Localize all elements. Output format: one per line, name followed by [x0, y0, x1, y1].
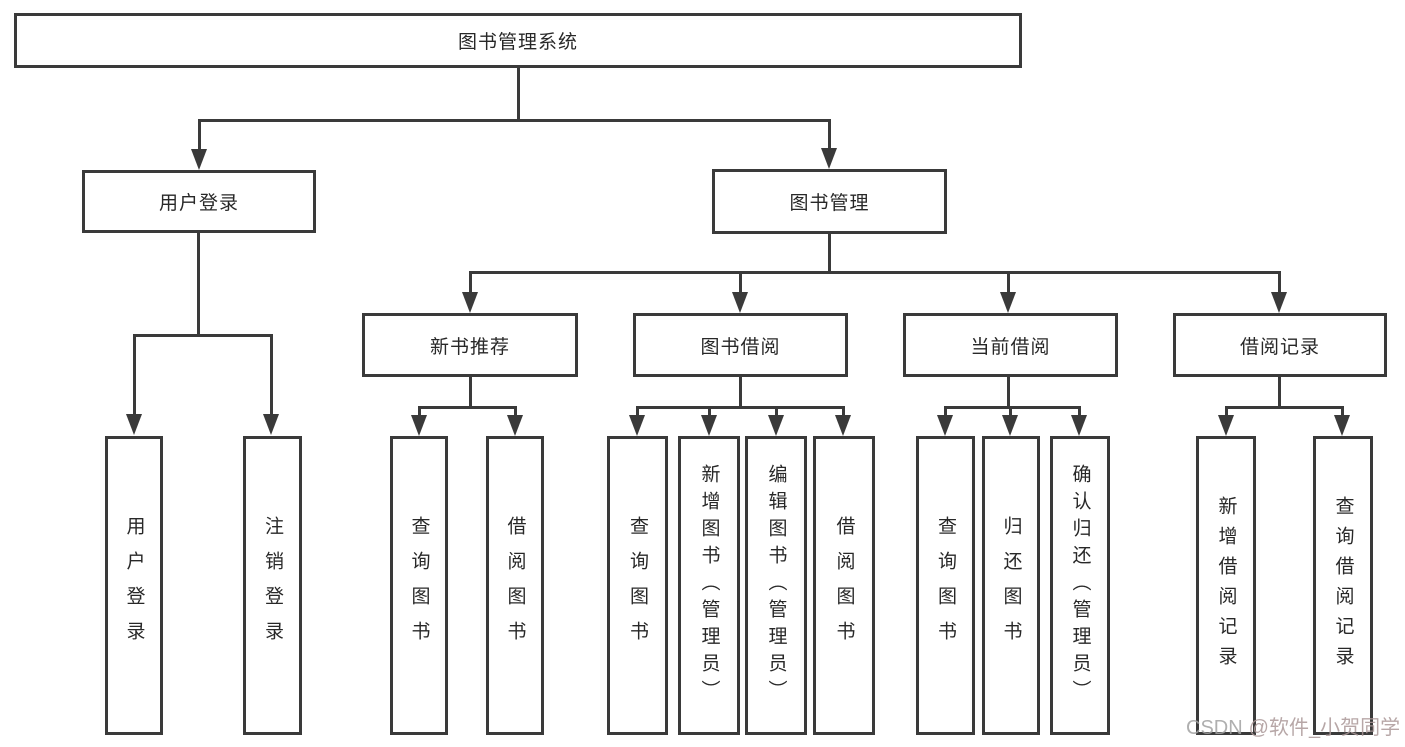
arrowhead-new-book: [462, 292, 478, 313]
arrowhead-current: [1000, 292, 1016, 313]
leaf-rc-add-record: 新增借阅记录: [1196, 436, 1256, 735]
connector-stem-rc-leaf1: [1225, 406, 1228, 416]
connector-records-branch: [1225, 406, 1344, 409]
arrowhead-cu-leaf1: [937, 415, 953, 436]
connector-user-login-trunk: [197, 233, 200, 337]
leaf-nb-query-books: 查询图书: [390, 436, 448, 735]
leaf-cu-confirm-return-admin: 确认归还（管理员）: [1050, 436, 1110, 735]
leaf-bw-borrow-books: 借阅图书: [813, 436, 875, 735]
connector-new-book-trunk: [469, 377, 472, 409]
connector-level2-branch: [198, 119, 831, 122]
arrowhead-bw-leaf2: [701, 415, 717, 436]
connector-stem-user-login: [198, 119, 201, 150]
leaf-bw-add-books-admin: 新增图书（管理员）: [678, 436, 740, 735]
arrowhead-rc-leaf2: [1334, 415, 1350, 436]
arrowhead-bw-leaf1: [629, 415, 645, 436]
arrowhead-book-mgmt: [821, 148, 837, 169]
leaf-user-login: 用户登录: [105, 436, 163, 735]
leaf-bw-edit-books-admin: 编辑图书（管理员）: [745, 436, 807, 735]
connector-stem-login-leaf1: [133, 334, 136, 415]
connector-stem-nb-leaf1: [418, 406, 421, 416]
connector-stem-cu-leaf2: [1009, 406, 1012, 416]
connector-borrow-branch: [636, 406, 845, 409]
leaf-cu-return-books: 归还图书: [982, 436, 1040, 735]
leaf-bw-query-books: 查询图书: [607, 436, 668, 735]
node-current: 当前借阅: [903, 313, 1118, 377]
node-borrow: 图书借阅: [633, 313, 848, 377]
connector-current-trunk: [1007, 377, 1010, 409]
connector-stem-rc-leaf2: [1341, 406, 1344, 416]
connector-current-branch: [944, 406, 1081, 409]
arrowhead-login-leaf1: [126, 414, 142, 435]
node-book-mgmt: 图书管理: [712, 169, 947, 234]
connector-stem-book-mgmt: [828, 119, 831, 149]
arrowhead-rc-leaf1: [1218, 415, 1234, 436]
arrowhead-bw-leaf3: [768, 415, 784, 436]
connector-stem-bw-leaf3: [775, 406, 778, 416]
leaf-nb-borrow-books: 借阅图书: [486, 436, 544, 735]
connector-stem-borrow: [739, 271, 742, 293]
arrowhead-borrow: [732, 292, 748, 313]
connector-stem-cu-leaf1: [944, 406, 947, 416]
connector-records-trunk: [1278, 377, 1281, 409]
node-new-book: 新书推荐: [362, 313, 578, 377]
connector-stem-bw-leaf2: [708, 406, 711, 416]
arrowhead-cu-leaf3: [1071, 415, 1087, 436]
arrowhead-nb-leaf1: [411, 415, 427, 436]
arrowhead-cu-leaf2: [1002, 415, 1018, 436]
watermark-handle: @软件_小贺同学: [1248, 717, 1401, 739]
arrowhead-login-leaf2: [263, 414, 279, 435]
connector-user-login-branch: [133, 334, 272, 337]
connector-stem-records: [1278, 271, 1281, 293]
leaf-logout: 注销登录: [243, 436, 302, 735]
connector-stem-new-book: [469, 271, 472, 293]
node-root: 图书管理系统: [14, 13, 1022, 68]
connector-stem-bw-leaf1: [636, 406, 639, 416]
arrowhead-nb-leaf2: [507, 415, 523, 436]
leaf-cu-query-books: 查询图书: [916, 436, 975, 735]
connector-stem-cu-leaf3: [1078, 406, 1081, 416]
connector-new-book-branch: [418, 406, 516, 409]
watermark-brand: CSDN: [1186, 717, 1243, 739]
connector-book-mgmt-trunk: [828, 234, 831, 274]
connector-stem-bw-leaf4: [842, 406, 845, 416]
arrowhead-user-login: [191, 149, 207, 170]
leaf-rc-query-record: 查询借阅记录: [1313, 436, 1373, 735]
connector-level3-branch: [469, 271, 1281, 274]
connector-stem-login-leaf2: [270, 334, 273, 415]
node-records: 借阅记录: [1173, 313, 1387, 377]
csdn-watermark: CSDN@软件_小贺同学: [1186, 711, 1400, 740]
connector-stem-nb-leaf2: [514, 406, 517, 416]
arrowhead-records: [1271, 292, 1287, 313]
node-user-login: 用户登录: [82, 170, 316, 233]
connector-root-trunk: [517, 68, 520, 121]
connector-stem-current: [1007, 271, 1010, 293]
connector-borrow-trunk: [739, 377, 742, 409]
arrowhead-bw-leaf4: [835, 415, 851, 436]
